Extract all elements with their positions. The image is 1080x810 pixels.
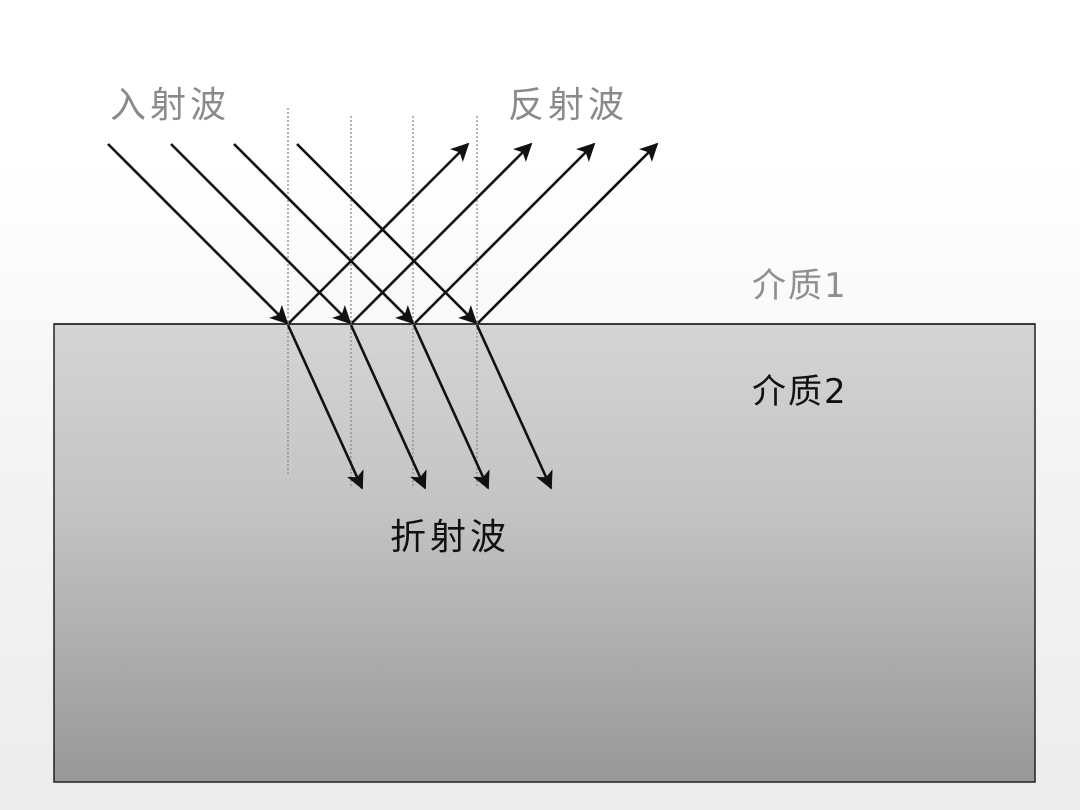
incident-wave-label: 入射波 — [110, 85, 231, 126]
refracted-rays — [286, 324, 553, 490]
reflected-ray — [477, 142, 659, 324]
reflected-ray — [351, 142, 533, 324]
medium2-label: 介质2 — [752, 372, 848, 412]
incident-ray — [107, 143, 289, 325]
refracted-wave-label: 折射波 — [390, 517, 511, 558]
reflected-rays — [288, 142, 659, 324]
normal-lines — [287, 108, 478, 486]
medium2-region — [53, 323, 1036, 783]
medium1-label: 介质1 — [752, 266, 848, 306]
refracted-ray — [475, 324, 553, 490]
incident-rays — [107, 143, 478, 325]
refracted-ray — [412, 324, 490, 490]
refracted-ray — [286, 324, 364, 490]
refracted-ray — [349, 324, 427, 490]
reflected-wave-label: 反射波 — [508, 85, 629, 126]
reflected-ray — [288, 142, 470, 324]
reflected-ray — [414, 142, 596, 324]
